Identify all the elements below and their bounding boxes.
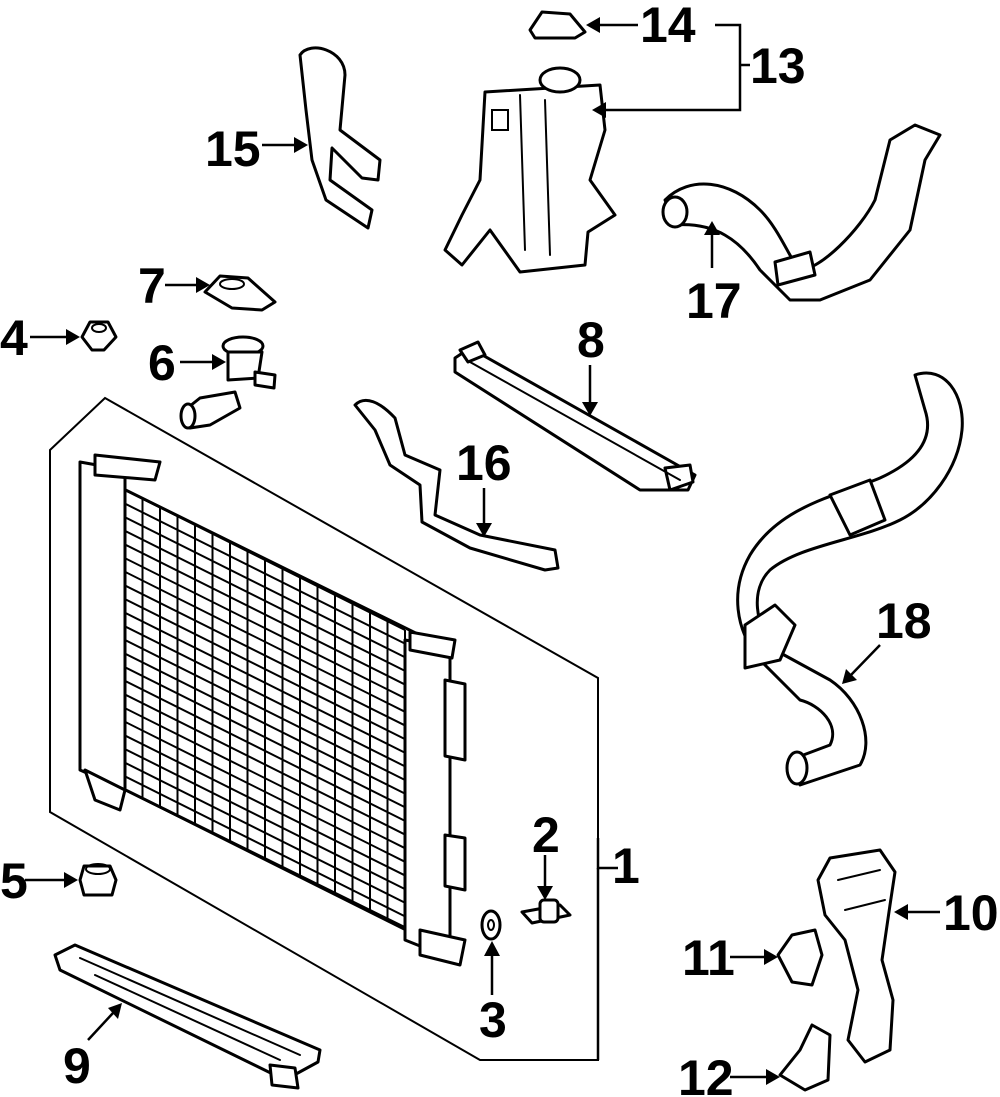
- reservoir-tank: [443, 66, 617, 274]
- callout-2: 2: [532, 807, 560, 863]
- grid-line: [124, 570, 406, 713]
- grid-line: [124, 625, 406, 768]
- grid-line: [124, 584, 406, 727]
- upper-hose: [661, 123, 942, 302]
- upper-support: [453, 340, 697, 492]
- callout-11: 11: [682, 930, 735, 986]
- callout-9: 9: [63, 1038, 91, 1094]
- reservoir-cap: [528, 10, 587, 40]
- grid-line: [124, 598, 406, 740]
- grid-line: [124, 775, 406, 918]
- lower-hose: [736, 371, 964, 787]
- callout-8: 8: [577, 312, 605, 368]
- leader-lines: [25, 23, 940, 1079]
- drain-cock: [520, 898, 572, 925]
- callout-15: 15: [205, 121, 261, 177]
- grid-line: [124, 639, 406, 781]
- overflow-hose: [298, 46, 382, 230]
- callout-18: 18: [876, 593, 932, 649]
- grid-line: [124, 789, 406, 931]
- callout-14: 14: [640, 0, 696, 53]
- washer: [480, 909, 502, 941]
- callout-3: 3: [479, 992, 507, 1048]
- callout-16: 16: [456, 435, 512, 491]
- grid-line: [124, 489, 406, 631]
- radiator: [78, 453, 467, 967]
- grid-line: [124, 693, 406, 836]
- bracket-small: [776, 928, 824, 987]
- callout-5: 5: [0, 853, 28, 909]
- lower-support: [53, 943, 322, 1090]
- grid-line: [124, 748, 406, 890]
- shroud-bracket: [816, 848, 897, 1064]
- radiator-cap: [203, 274, 277, 312]
- callout-1: 1: [612, 838, 640, 894]
- grid-line: [124, 543, 406, 686]
- radiator-core-grid: [124, 489, 406, 931]
- grommet-upper: [80, 320, 118, 352]
- grid-line: [124, 652, 406, 795]
- grid-line: [124, 557, 406, 700]
- callout-7: 7: [138, 258, 166, 314]
- callout-12: 12: [678, 1050, 734, 1097]
- arrowheads: [64, 17, 908, 1085]
- grid-line: [124, 720, 406, 863]
- bypass-hose: [353, 399, 560, 572]
- bracket-lower: [778, 1023, 832, 1092]
- filler-neck: [179, 335, 277, 430]
- grid-line: [124, 761, 406, 904]
- grid-line: [124, 707, 406, 850]
- grid-line: [124, 680, 406, 822]
- callout-4: 4: [0, 310, 28, 366]
- grid-line: [124, 666, 406, 809]
- grid-line: [124, 530, 406, 672]
- callout-17: 17: [686, 273, 742, 329]
- lower-cushion: [78, 863, 118, 897]
- grid-line: [124, 734, 406, 877]
- callout-6: 6: [148, 335, 176, 391]
- grid-line: [124, 516, 406, 659]
- grid-line: [124, 611, 406, 754]
- callout-13: 13: [750, 38, 806, 94]
- grid-line: [124, 502, 406, 645]
- callout-10: 10: [943, 885, 999, 941]
